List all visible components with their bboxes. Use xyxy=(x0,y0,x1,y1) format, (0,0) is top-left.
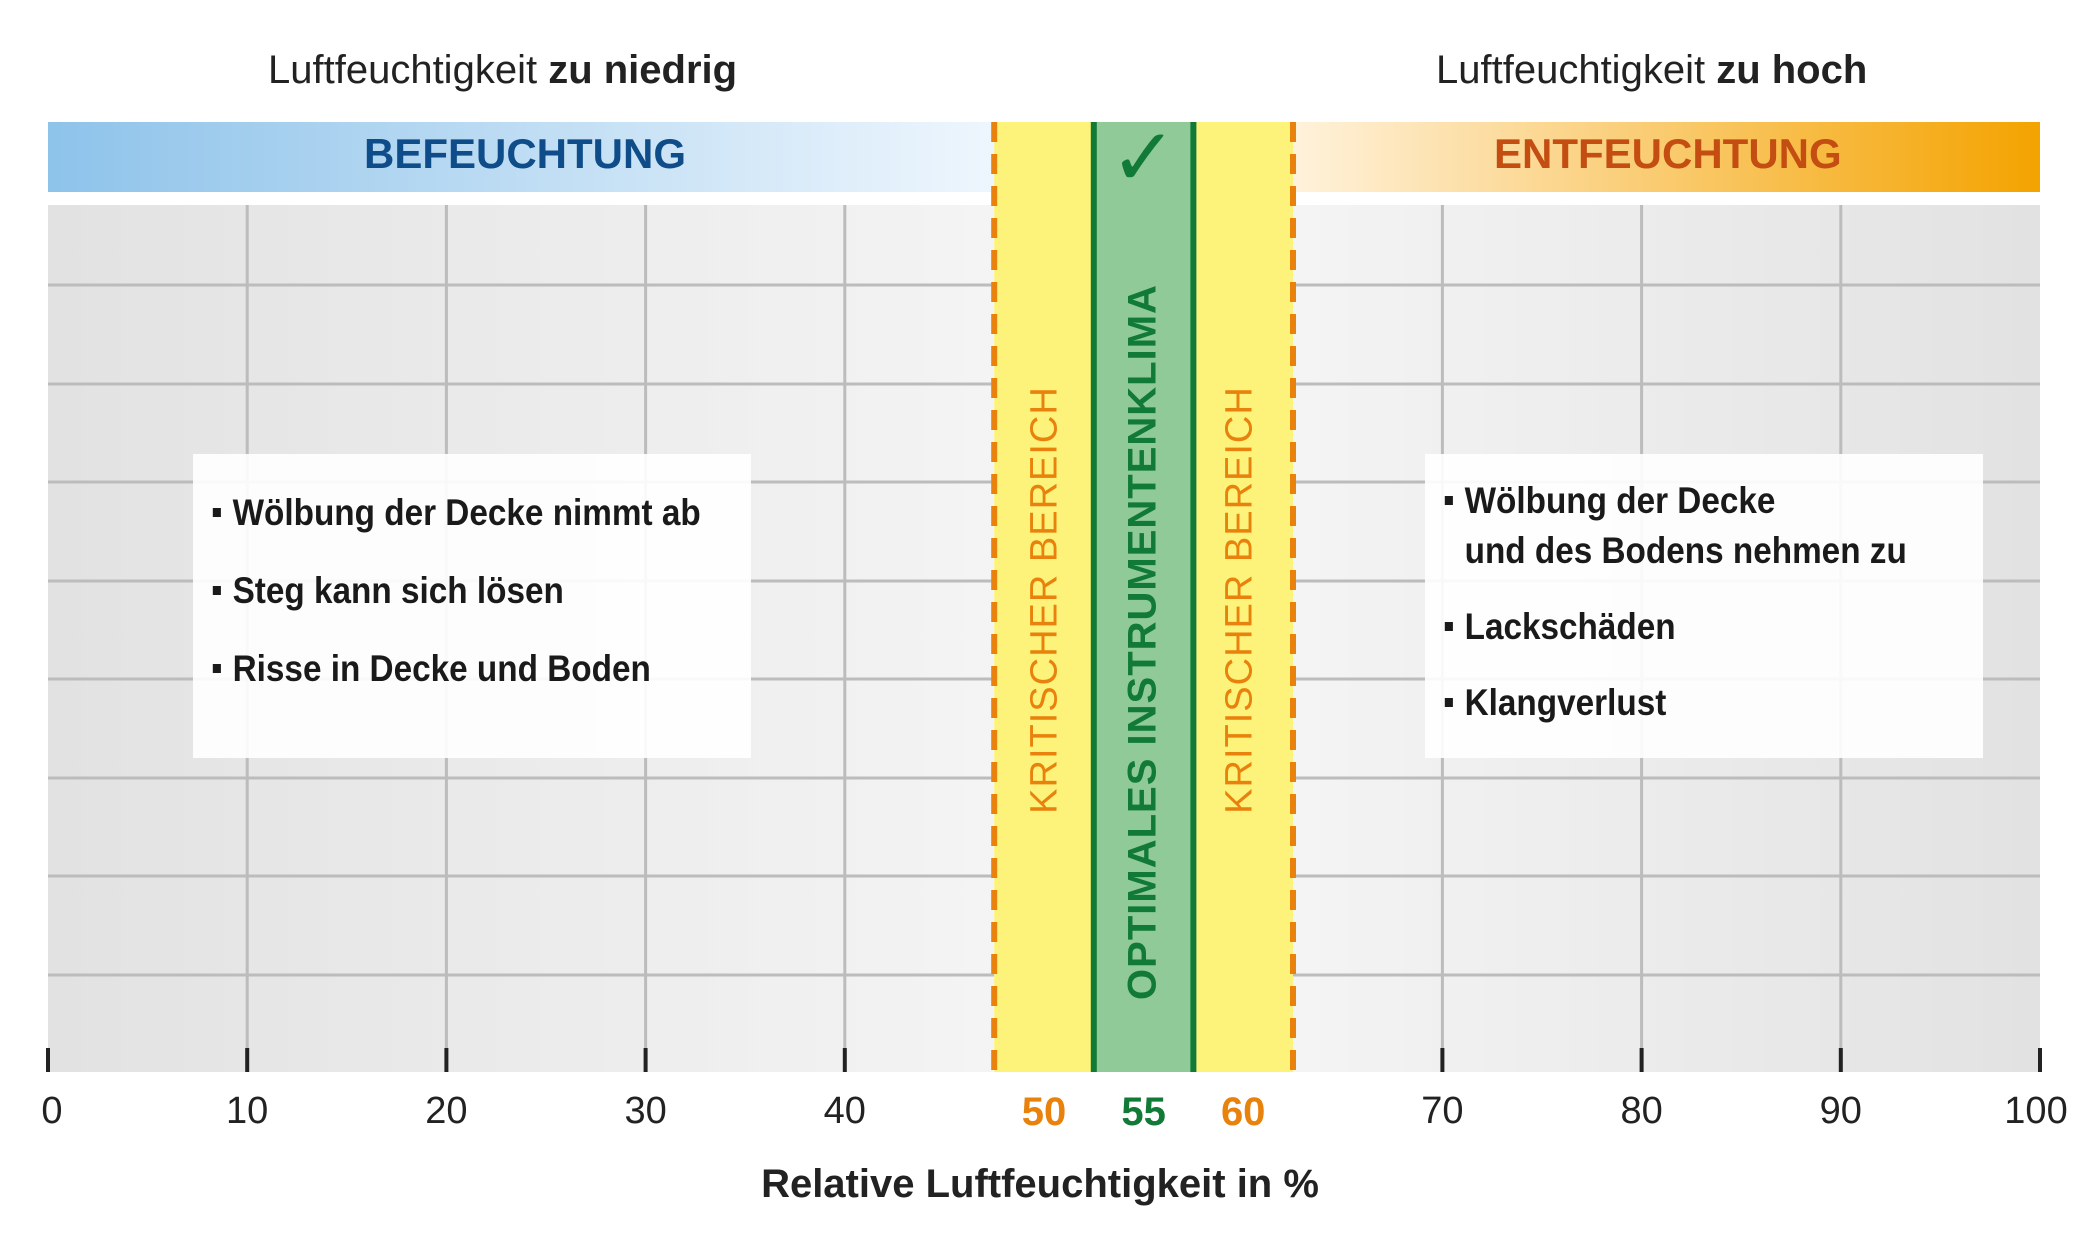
tick-label-30: 30 xyxy=(624,1090,667,1132)
check-icon: ✓ xyxy=(1110,113,1178,202)
tick-label-55: 55 xyxy=(1121,1090,1166,1134)
critical-range-label-left: KRITISCHER BEREICH xyxy=(1023,386,1066,814)
optimal-range-label: OPTIMALES INSTRUMENTENKLIMA xyxy=(1120,284,1165,1000)
effects-too-low-box: Wölbung der Decke nimmt ab Steg kann sich… xyxy=(193,454,751,758)
optimal-zone xyxy=(1093,122,1194,1072)
tick-label-70: 70 xyxy=(1421,1090,1464,1132)
tick-label-50: 50 xyxy=(1021,1090,1067,1134)
tick-label-80: 80 xyxy=(1620,1090,1663,1132)
tick-label-60: 60 xyxy=(1220,1090,1266,1134)
entfeuchtung-band xyxy=(1293,122,2040,192)
tick-label-0: 0 xyxy=(41,1090,63,1132)
tick-label-20: 20 xyxy=(425,1090,468,1132)
left-effect-line: Risse in Decke und Boden xyxy=(232,648,651,689)
left-effect-line: Wölbung der Decke nimmt ab xyxy=(232,492,701,533)
effects-too-high-box: Wölbung der Decke und des Bodens nehmen z… xyxy=(1425,454,1983,758)
header-too-high: Luftfeuchtigkeit zu hoch xyxy=(1436,48,1868,92)
left-effect-item: Steg kann sich lösen xyxy=(211,566,749,616)
header-too-low: Luftfeuchtigkeit zu niedrig xyxy=(268,48,738,92)
befeuchtung-label: BEFEUCHTUNG xyxy=(364,130,686,177)
right-effect-item: Wölbung der Decke und des Bodens nehmen z… xyxy=(1443,476,1981,576)
right-effect-line: und des Bodens nehmen zu xyxy=(1464,530,1907,571)
right-effect-line: Klangverlust xyxy=(1464,682,1667,723)
tick-label-90: 90 xyxy=(1819,1090,1862,1132)
tick-label-10: 10 xyxy=(226,1090,269,1132)
tick-label-100: 100 xyxy=(2004,1090,2068,1132)
tick-label-40: 40 xyxy=(823,1090,866,1132)
right-effect-line: Lackschäden xyxy=(1464,606,1676,647)
left-effect-line: Steg kann sich lösen xyxy=(232,570,564,611)
x-axis-label: Relative Luftfeuchtigkeit in % xyxy=(761,1162,1319,1206)
right-effect-item: Lackschäden xyxy=(1443,602,1981,652)
right-effect-line: Wölbung der Decke xyxy=(1464,480,1776,521)
entfeuchtung-label: ENTFEUCHTUNG xyxy=(1494,130,1842,177)
left-effect-item: Risse in Decke und Boden xyxy=(211,644,749,694)
critical-range-label-right: KRITISCHER BEREICH xyxy=(1218,386,1261,814)
right-effect-item: Klangverlust xyxy=(1443,678,1981,728)
befeuchtung-band xyxy=(48,122,995,192)
left-effect-item: Wölbung der Decke nimmt ab xyxy=(211,488,749,538)
